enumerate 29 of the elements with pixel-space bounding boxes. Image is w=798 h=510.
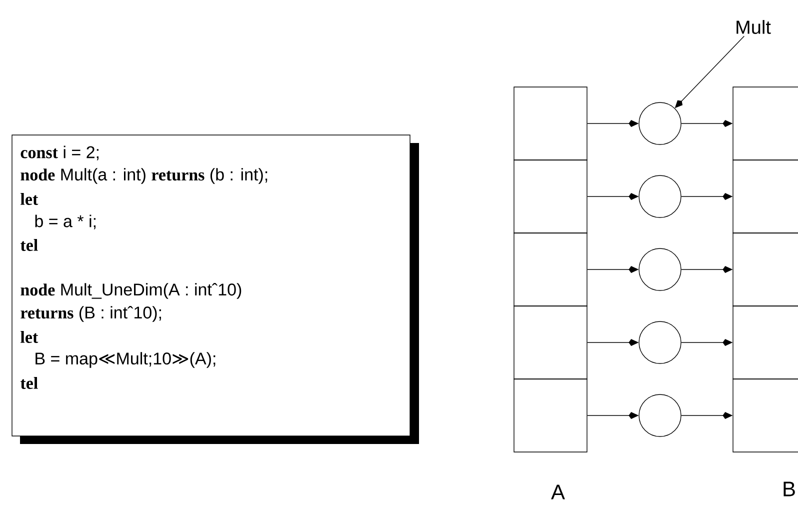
array-cell bbox=[514, 160, 588, 234]
code-line: let bbox=[20, 193, 38, 205]
code-line: B = map≪Mult;10≫(A); bbox=[36, 352, 216, 368]
array-cell bbox=[514, 378, 588, 452]
array-cell bbox=[514, 306, 588, 380]
array-cell bbox=[732, 86, 798, 160]
function-circle bbox=[638, 175, 682, 218]
array-cell bbox=[514, 232, 588, 306]
code-line: b = a * i; bbox=[35, 214, 96, 230]
function-circle bbox=[638, 394, 682, 437]
code-line: returns (B : intˆ10); bbox=[20, 306, 161, 322]
array-cell bbox=[732, 232, 798, 306]
array-label: B bbox=[784, 482, 795, 496]
function-label: Mult bbox=[736, 20, 771, 34]
code-line: const i = 2; bbox=[20, 146, 98, 160]
code-line: let bbox=[20, 331, 38, 343]
code-line: tel bbox=[20, 377, 38, 389]
array-label: A bbox=[551, 484, 565, 500]
code-line: node Mult_UneDim(A : intˆ10) bbox=[20, 283, 242, 299]
code-box bbox=[12, 134, 419, 444]
array-cell bbox=[732, 306, 798, 380]
function-circle bbox=[638, 321, 682, 364]
code-line: node Mult(a : int) returns (b : int); bbox=[20, 168, 268, 184]
array-cell bbox=[732, 378, 798, 452]
array-cell bbox=[514, 86, 588, 160]
function-circle bbox=[638, 102, 682, 145]
code-line: tel bbox=[20, 239, 38, 251]
array-cell bbox=[732, 160, 798, 234]
function-circle bbox=[638, 248, 682, 291]
